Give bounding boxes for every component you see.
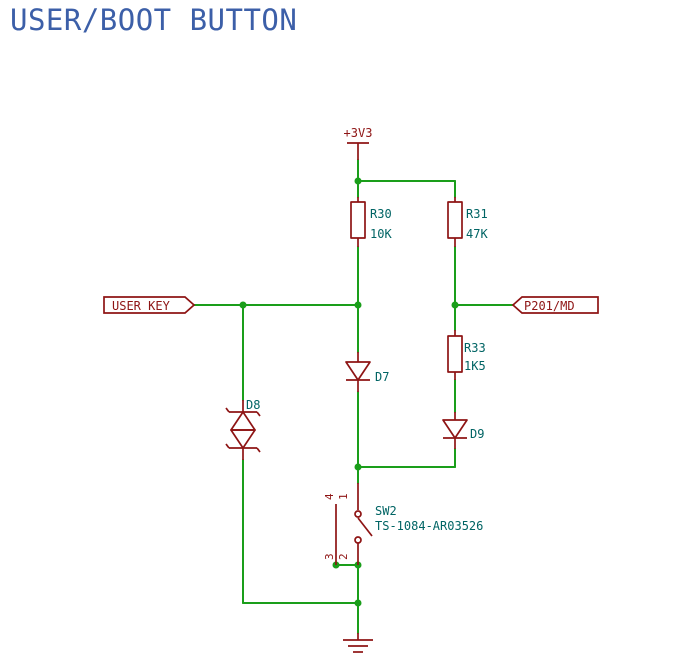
junction: [354, 177, 362, 185]
switch-lever-icon: [357, 517, 373, 537]
label-flag-icon: [511, 296, 599, 314]
resistor-body-icon: [447, 335, 463, 373]
switch-pin-3: 3: [323, 553, 336, 560]
diode-ref: D8: [246, 398, 260, 412]
switch-contact-icon: [354, 510, 362, 518]
label-p201-md: P201/MD: [511, 296, 599, 314]
switch-ref: SW2: [375, 504, 397, 518]
resistor-ref: R33: [464, 341, 486, 355]
diode-triangle-icon: [345, 361, 371, 381]
resistor-value: 47K: [466, 227, 488, 241]
resistor-r33: R33 1K5: [447, 330, 486, 380]
net-label-user-key: USER_KEY: [112, 299, 171, 313]
switch-sw2: 1 2 3 4 SW2 TS-1084-AR03526: [323, 483, 483, 565]
junction: [354, 599, 362, 607]
resistor-r31: R31 47K: [447, 197, 488, 247]
label-user-key: USER_KEY: [103, 296, 196, 314]
switch-pin-4: 4: [323, 493, 336, 500]
ground-symbol: [343, 633, 373, 653]
switch-value: TS-1084-AR03526: [375, 519, 483, 533]
switch-pin-1: 1: [337, 493, 350, 500]
resistor-value: 10K: [370, 227, 392, 241]
diode-ref: D9: [470, 427, 484, 441]
resistor-value: 1K5: [464, 359, 486, 373]
resistor-body-icon: [350, 201, 366, 239]
power-3v3-symbol: +3V3: [344, 126, 373, 160]
wires: [193, 159, 514, 634]
resistor-ref: R30: [370, 207, 392, 221]
junction: [354, 301, 362, 309]
diode-triangle-icon: [442, 419, 468, 439]
diode-d9: D9: [442, 412, 484, 449]
junctions: [239, 177, 459, 607]
tvs-triangle-down-icon: [230, 429, 256, 449]
switch-contact-icon: [354, 536, 362, 544]
resistor-body-icon: [447, 201, 463, 239]
sheet-title: USER/BOOT BUTTON: [10, 3, 297, 37]
resistor-r30: R30 10K: [350, 197, 392, 247]
net-label-p201-md: P201/MD: [524, 299, 575, 313]
label-flag-icon: [103, 296, 196, 314]
resistor-ref: R31: [466, 207, 488, 221]
tvs-triangle-up-icon: [230, 411, 256, 431]
diode-d7: D7: [345, 352, 389, 392]
power-label: +3V3: [344, 126, 373, 140]
diode-d8: D8: [225, 398, 261, 460]
junction: [354, 463, 362, 471]
junction: [451, 301, 459, 309]
switch-pin-2: 2: [337, 553, 350, 560]
diode-ref: D7: [375, 370, 389, 384]
junction: [239, 301, 247, 309]
